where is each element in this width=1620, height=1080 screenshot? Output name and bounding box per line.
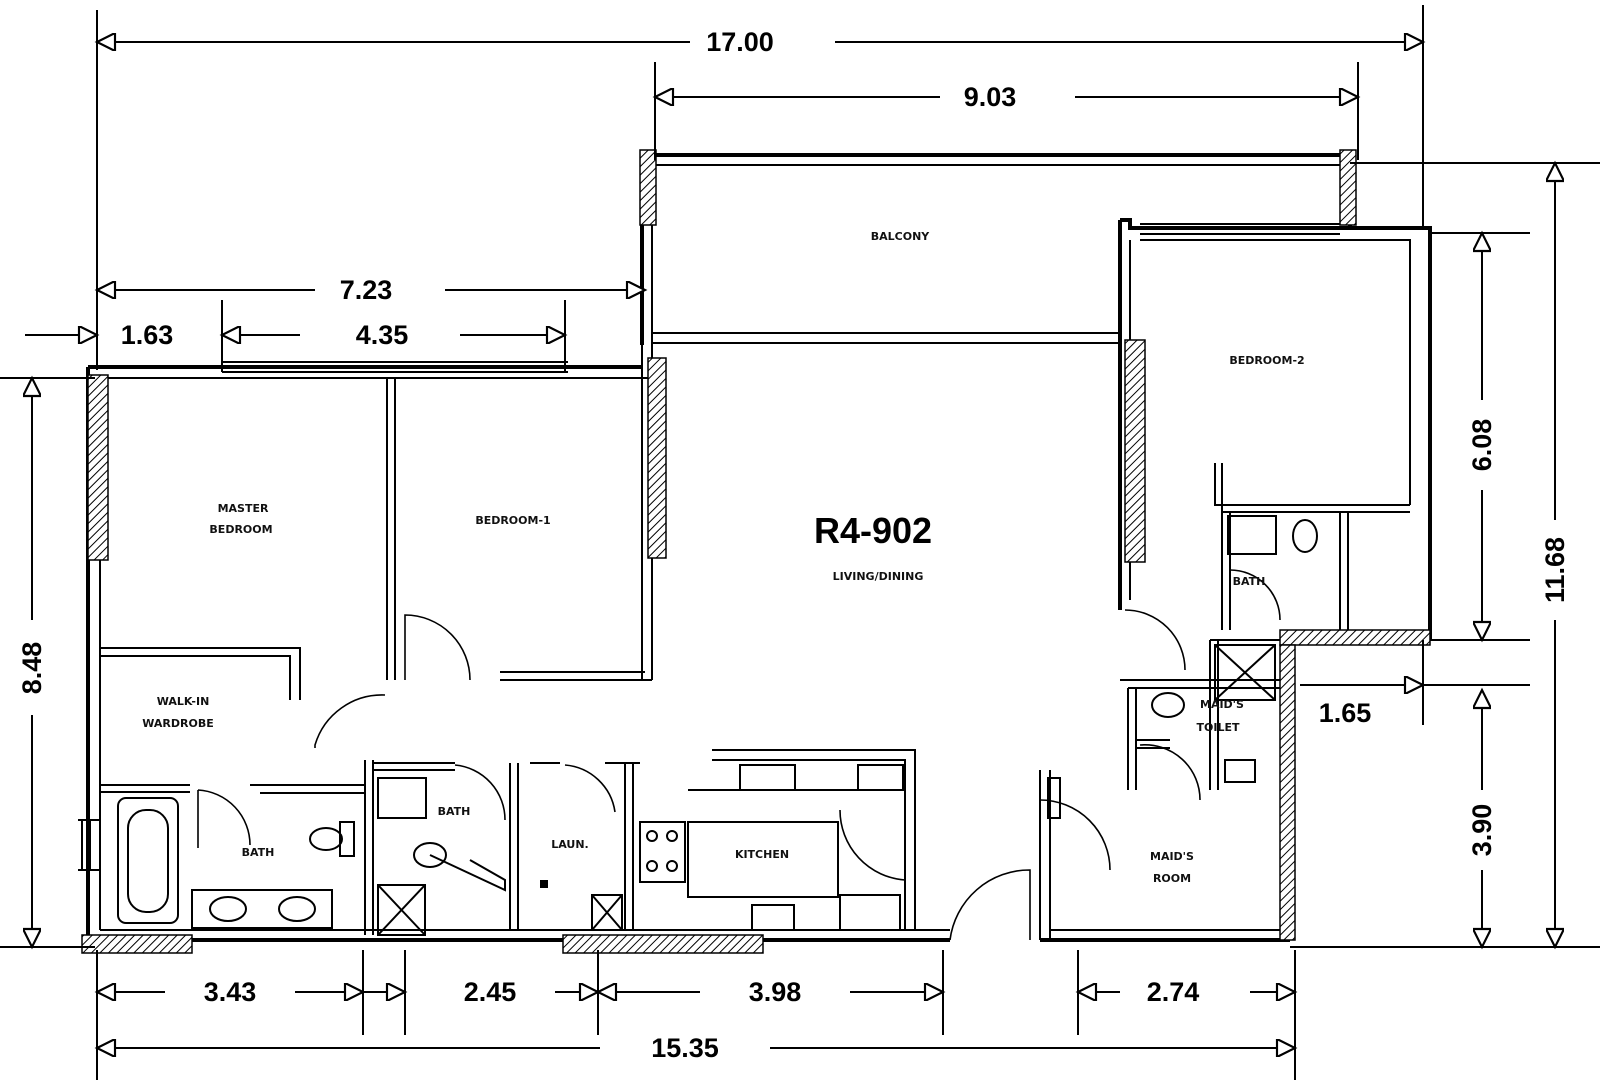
- room-label-balcony: BALCONY: [871, 230, 931, 243]
- dim-bottom-c: 3.98: [749, 977, 802, 1007]
- dim-left-height: 8.48: [17, 642, 47, 695]
- room-label-master-bedroom-line2: BEDROOM: [209, 523, 272, 536]
- room-label-living-dining: LIVING/DINING: [833, 570, 924, 583]
- room-label-walkin-line1: WALK-IN: [157, 695, 210, 708]
- windows: [78, 223, 1340, 871]
- dimension-labels: 17.00 9.03 7.23 1.63 4.35 8.48 11.68 6.0…: [17, 27, 1570, 1063]
- room-label-maids-toilet-line1: MAID'S: [1200, 698, 1244, 711]
- fixtures: [117, 515, 1318, 936]
- dim-top-left-b: 4.35: [356, 320, 409, 350]
- dim-top-left-a: 1.63: [121, 320, 174, 350]
- room-label-maids-room-line1: MAID'S: [1150, 850, 1194, 863]
- room-label-master-bedroom-line1: MASTER: [218, 502, 269, 515]
- dim-bottom-overall: 15.35: [651, 1033, 719, 1063]
- dim-top-overall: 17.00: [706, 27, 774, 57]
- room-label-bedroom-2: BEDROOM-2: [1229, 354, 1304, 367]
- room-labels: BALCONY MASTER BEDROOM BEDROOM-1 BEDROOM…: [142, 230, 1304, 885]
- dim-top-left-span: 7.23: [340, 275, 393, 305]
- dim-right-lower: 3.90: [1467, 804, 1497, 857]
- dim-top-balcony: 9.03: [964, 82, 1017, 112]
- dim-bottom-a: 3.43: [204, 977, 257, 1007]
- door-swings: [197, 569, 1281, 941]
- dimension-lines: [0, 5, 1600, 1080]
- room-label-kitchen: KITCHEN: [735, 848, 789, 861]
- room-label-maids-room-line2: ROOM: [1153, 872, 1191, 885]
- room-label-walkin-line2: WARDROBE: [142, 717, 213, 730]
- room-label-laundry: LAUN.: [551, 838, 589, 851]
- dim-right-step: 1.65: [1319, 698, 1372, 728]
- structural-columns: [81, 149, 1357, 954]
- dim-bottom-d: 2.74: [1147, 977, 1200, 1007]
- room-label-bedroom-1: BEDROOM-1: [475, 514, 550, 527]
- dim-right-overall: 11.68: [1540, 537, 1570, 603]
- room-label-bath-common: BATH: [438, 805, 471, 818]
- dim-right-upper: 6.08: [1467, 419, 1497, 472]
- room-label-maids-toilet-line2: TOILET: [1197, 721, 1240, 734]
- room-label-bath-master: BATH: [242, 846, 275, 859]
- room-label-bath-bed2: BATH: [1233, 575, 1266, 588]
- unit-id: R4-902: [814, 510, 932, 551]
- dim-bottom-b: 2.45: [464, 977, 517, 1007]
